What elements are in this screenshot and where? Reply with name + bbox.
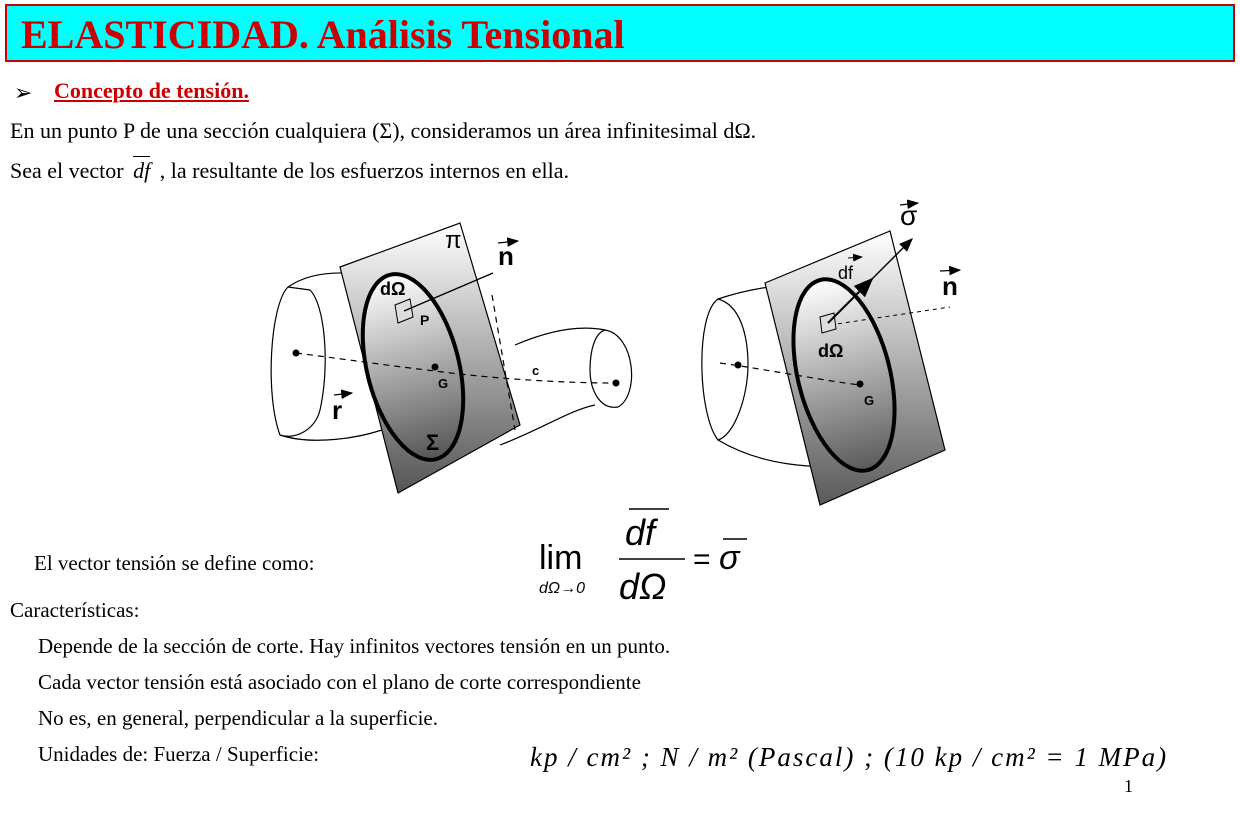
label-p: P (420, 312, 429, 328)
eq-lim: lim (539, 539, 582, 577)
df-vector-text: df (133, 158, 151, 183)
body-line-2-start: Sea el vector (10, 158, 124, 183)
label-pi: π (445, 227, 462, 254)
body-line-2-end: , la resultante de los esfuerzos interno… (159, 158, 570, 183)
label-g-right: G (864, 393, 874, 408)
title-bar: ELASTICIDAD. Análisis Tensional (5, 4, 1235, 62)
label-c: c (532, 363, 539, 378)
definition-label: El vector tensión se define como: (34, 551, 315, 575)
body-line-2: Sea el vector df , la resultante de los … (10, 156, 570, 184)
label-n-left: n (498, 241, 514, 271)
stress-definition-equation: lim dΩ→0 df dΩ = σ (539, 508, 747, 605)
characteristics-heading: Características: (10, 598, 140, 622)
characteristic-item: No es, en general, perpendicular a la su… (38, 706, 438, 730)
label-r: r (332, 395, 342, 425)
characteristic-item: Unidades de: Fuerza / Superficie: (38, 742, 320, 766)
page-number: 1 (1124, 776, 1133, 796)
characteristic-item: Cada vector tensión está asociado con el… (38, 670, 641, 694)
eq-sigma: σ (719, 539, 741, 577)
characteristic-item: Depende de la sección de corte. Hay infi… (38, 634, 671, 658)
eq-numerator: df (625, 512, 659, 553)
page-title: ELASTICIDAD. Análisis Tensional (21, 12, 625, 57)
label-domega-right: dΩ (818, 341, 843, 361)
units-formula: kp / cm² ; N / m² (Pascal) ; (10 kp / cm… (530, 742, 1169, 772)
bullet-arrow-icon: ➢ (14, 80, 33, 105)
figure-stress-concept: π n dΩ P G c r Σ σ df n dΩ G (270, 199, 962, 506)
df-vector: df (133, 156, 151, 184)
vector-bar (133, 156, 151, 157)
label-df: df (838, 263, 854, 283)
label-domega-left: dΩ (380, 279, 405, 299)
eq-denominator: dΩ (619, 566, 666, 605)
section-heading: Concepto de tensión. (54, 78, 249, 103)
eq-equals: = (693, 543, 711, 576)
right-body (701, 199, 962, 506)
eq-lim-sub: dΩ→0 (539, 580, 585, 597)
label-n-right: n (942, 271, 958, 301)
label-sigma-section: Σ (426, 430, 439, 455)
label-sigma-vector: σ (900, 200, 917, 231)
label-g-left: G (438, 376, 448, 391)
left-body (270, 222, 633, 494)
body-line-1: En un punto P de una sección cualquiera … (10, 118, 757, 143)
